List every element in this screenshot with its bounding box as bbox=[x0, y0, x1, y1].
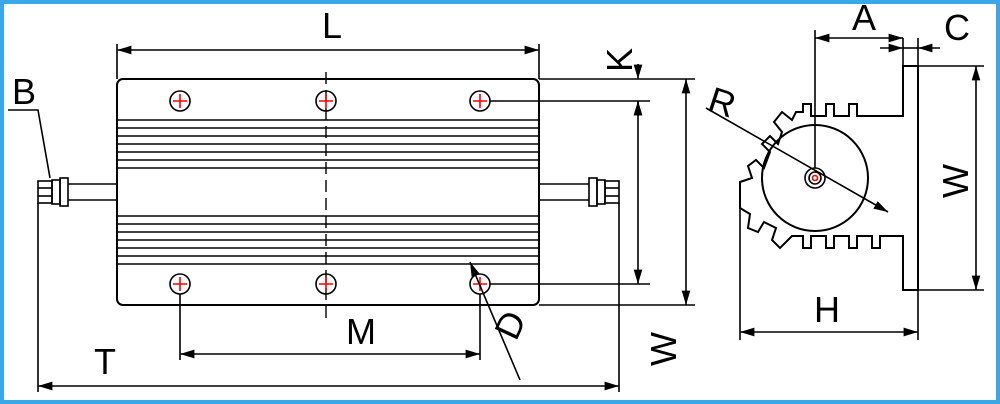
label-K: K bbox=[599, 48, 640, 72]
housing-body bbox=[116, 78, 540, 306]
dimension-A bbox=[814, 30, 903, 168]
dimension-H bbox=[739, 208, 919, 340]
housing-fins bbox=[117, 119, 539, 265]
mounting-hole bbox=[469, 90, 491, 112]
mounting-hole bbox=[315, 90, 337, 112]
terminal-left bbox=[37, 177, 117, 207]
label-W-end: W bbox=[935, 164, 976, 198]
dimension-L bbox=[116, 44, 540, 79]
end-view: R A C W H bbox=[704, 0, 984, 340]
label-B: B bbox=[12, 71, 36, 112]
label-C: C bbox=[944, 7, 970, 48]
label-W-side: W bbox=[643, 332, 684, 366]
dimension-M bbox=[179, 294, 481, 360]
label-A: A bbox=[852, 0, 876, 38]
label-D: D bbox=[486, 304, 534, 345]
dimension-W-side bbox=[539, 78, 695, 306]
label-T: T bbox=[94, 341, 116, 382]
label-H: H bbox=[814, 289, 840, 330]
leader-D bbox=[469, 261, 521, 381]
mounting-hole bbox=[315, 273, 337, 295]
terminal-right bbox=[539, 177, 620, 207]
dimension-T bbox=[37, 203, 620, 392]
mounting-hole bbox=[169, 273, 191, 295]
label-M: M bbox=[346, 311, 376, 352]
label-L: L bbox=[322, 5, 342, 46]
dimension-C bbox=[880, 38, 940, 66]
label-R: R bbox=[704, 79, 741, 126]
leader-R bbox=[705, 107, 889, 213]
leader-B bbox=[8, 109, 51, 179]
dimension-W-end bbox=[918, 65, 984, 291]
side-view: L K W M bbox=[8, 5, 695, 392]
dimension-hole-spacing bbox=[490, 101, 650, 285]
mounting-hole bbox=[169, 90, 191, 112]
